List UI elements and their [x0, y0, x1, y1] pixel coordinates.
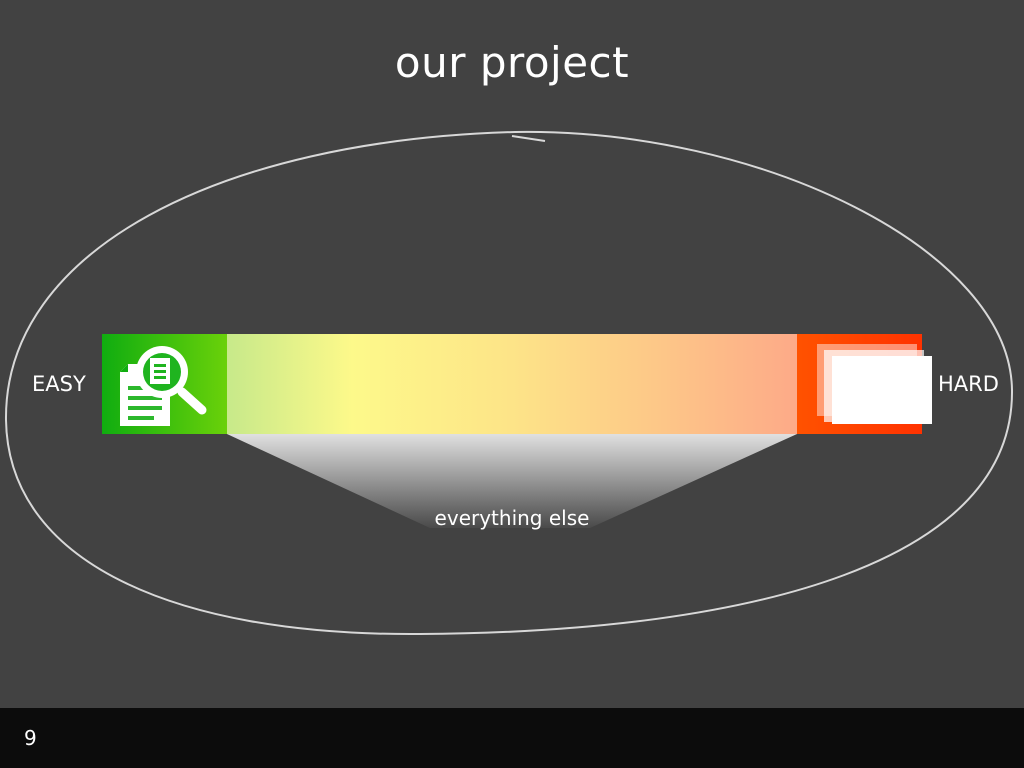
everything-else-label: everything else: [434, 506, 590, 530]
page-number: 9: [24, 726, 37, 750]
footer-bar: 9: [0, 708, 1024, 768]
medium-segment: [227, 334, 797, 434]
hard-label: HARD: [938, 372, 999, 396]
stacked-pages-icon: [817, 344, 937, 424]
easy-segment: [102, 334, 227, 434]
hard-segment: [797, 334, 932, 434]
easy-label: EASY: [32, 372, 86, 396]
funnel-shape: [227, 434, 797, 528]
slide-title: our project: [394, 38, 630, 87]
scope-ellipse: [4, 130, 1014, 636]
difficulty-bar: [102, 334, 932, 434]
document-search-icon: [120, 346, 207, 426]
